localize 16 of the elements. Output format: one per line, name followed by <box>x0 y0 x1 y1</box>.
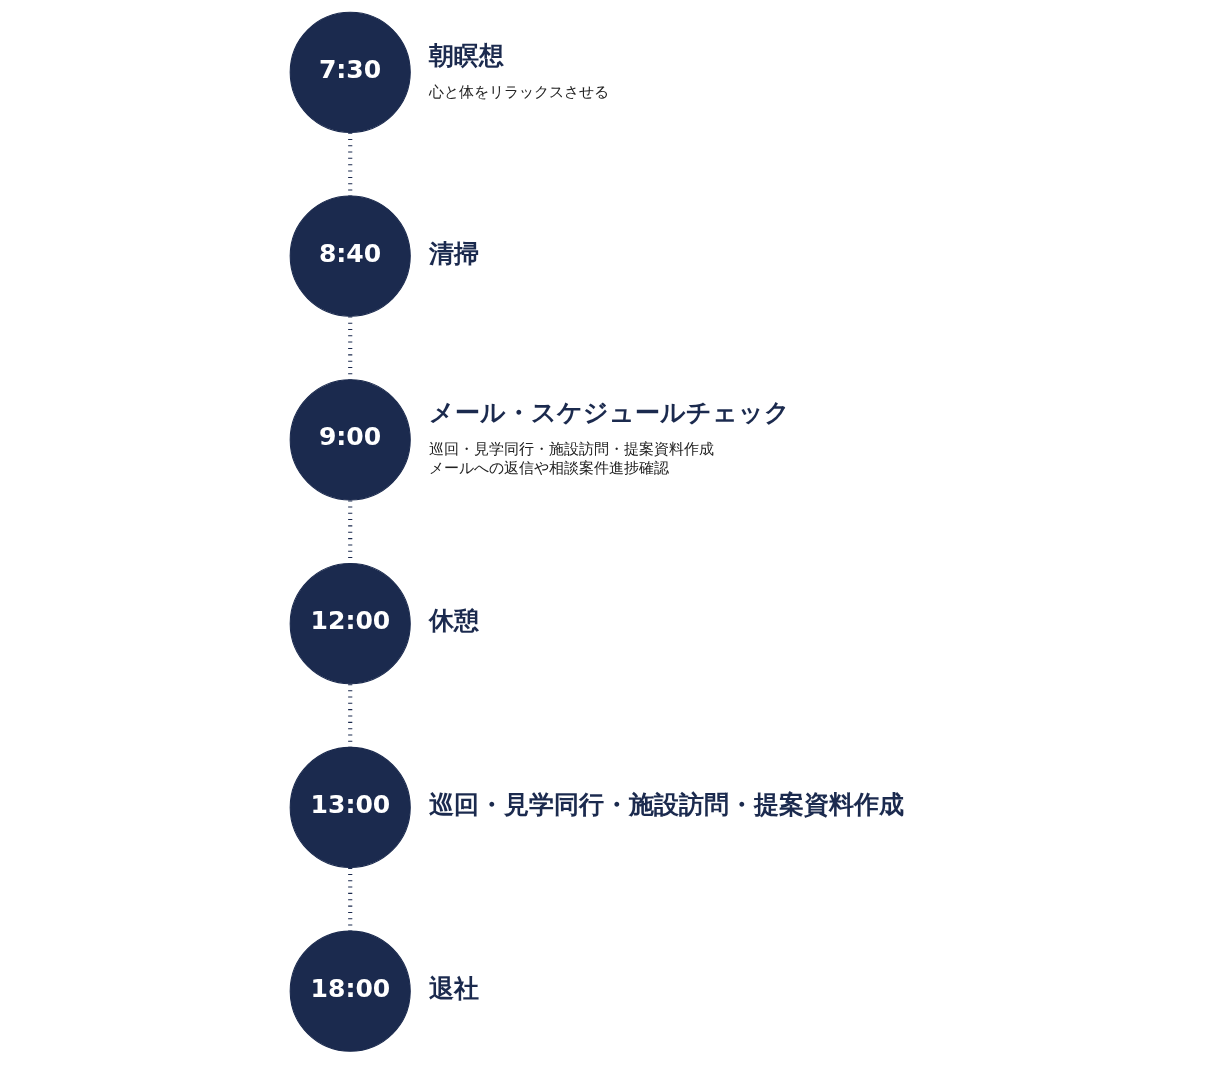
node-label: 清掃 <box>428 238 479 268</box>
node-circle: 7:30 <box>289 11 411 133</box>
node-label: 退社 <box>428 973 479 1003</box>
node-label: 心と体をリラックスさせる <box>428 82 609 100</box>
node-label: 休憩 <box>428 606 479 636</box>
node-circle: 18:00 <box>289 930 411 1052</box>
node-label: メール・スケジュールチェック <box>428 398 790 428</box>
node-circle: 12:00 <box>289 563 411 685</box>
connector <box>347 316 352 380</box>
node-circle: 13:00 <box>289 746 411 868</box>
node-circle: 9:00 <box>289 379 411 501</box>
node-label: 朝瞑想 <box>428 41 504 71</box>
node-label: 巡回・見学同行・施設訪問・提案資料作成 <box>428 789 904 819</box>
node-label: 巡回・見学同行・施設訪問・提案資料作成 <box>428 439 714 457</box>
node-label: メールへの返信や相談案件進捗確認 <box>428 459 669 477</box>
node-circle: 8:40 <box>289 195 411 317</box>
